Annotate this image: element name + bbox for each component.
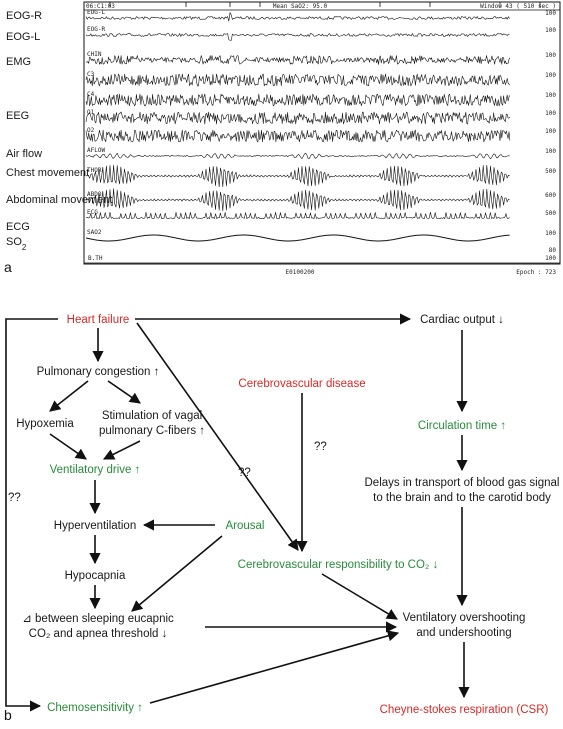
- channel-code: SAO2: [87, 229, 102, 236]
- time-ticks: [109, 2, 541, 7]
- node-delays-line2: to the brain and to the carotid body: [373, 492, 551, 504]
- bottom-scale-high: 100: [545, 255, 556, 262]
- label-chest-text: Chest movement: [6, 167, 89, 179]
- channel-code: ABDO: [87, 191, 102, 198]
- channel-code: EOG-R: [87, 26, 105, 33]
- label-so2-subscript: 2: [22, 243, 27, 252]
- label-ecg: ECG: [6, 221, 30, 233]
- channel-code: O2: [87, 127, 95, 134]
- node-delays-line1: Delays in transport of blood gas signal: [365, 477, 560, 489]
- trace-eog-r: [85, 33, 510, 41]
- channel-scale: 100: [545, 230, 556, 237]
- edge-pulmonary-hypoxemia: [49, 380, 89, 412]
- trace-eog-l: [85, 12, 510, 22]
- node-chemosensitivity: Chemosensitivity ↑: [47, 702, 143, 714]
- label-eog-r: EOG-R: [6, 10, 42, 22]
- unknown-left: ??: [8, 492, 21, 504]
- channel-scale: 600: [545, 192, 556, 199]
- bottom-code: B.TH: [88, 255, 103, 262]
- unknown-cvd: ??: [314, 441, 327, 453]
- label-eeg: EEG: [6, 110, 29, 122]
- channel-scale: 500: [545, 168, 556, 175]
- channel-code: ECG: [87, 209, 98, 216]
- label-chest: Chest movement: [6, 167, 89, 179]
- node-pulmonary-congestion: Pulmonary congestion ↑: [37, 366, 160, 378]
- edge-pulmonary-vagal: [107, 380, 141, 404]
- channel-code: C3: [87, 71, 95, 78]
- node-delta-line1: ⊿ between sleeping eucapnic: [22, 613, 174, 625]
- header-window: Window 43 ( 510 sec ): [480, 3, 556, 10]
- node-hypoxemia: Hypoxemia: [16, 418, 74, 430]
- channel-scale: 100: [545, 52, 556, 59]
- label-air-flow: Air flow: [6, 148, 42, 160]
- header-mean-sao2: Mean SaO2: 95.0: [273, 3, 328, 10]
- edge-chemosensitivity-overshoot: [149, 630, 400, 704]
- node-ventilatory-drive: Ventilatory drive ↑: [50, 464, 141, 476]
- channel-scale: 100: [545, 27, 556, 34]
- footer-epoch: Epoch : 723: [516, 269, 556, 276]
- node-overshoot-line1: Ventilatory overshooting: [403, 612, 526, 624]
- trace-o2: [85, 129, 511, 143]
- trace-c3: [85, 73, 511, 87]
- signal-traces: [85, 12, 511, 242]
- edge-vagal-drive: [102, 440, 141, 460]
- channel-scale: 500: [545, 210, 556, 217]
- channel-code: C4: [87, 91, 95, 98]
- label-so2: SO2: [6, 236, 27, 252]
- trace-c4: [85, 93, 511, 107]
- node-cerebrovascular-responsibility: Cerebrovascular responsibility to CO₂ ↓: [238, 559, 439, 571]
- edge-arousal-delta: [131, 535, 223, 612]
- node-cerebrovascular-disease: Cerebrovascular disease: [238, 378, 365, 390]
- channel-code: CHIN: [87, 51, 102, 58]
- channel-code: O1: [87, 109, 95, 116]
- label-emg: EMG: [6, 56, 31, 68]
- node-overshoot-line2: and undershooting: [416, 627, 511, 639]
- channel-scale: 100: [545, 72, 556, 79]
- trace-aflow: [85, 152, 510, 160]
- flow-diagram-panel: Heart failure Cardiac output ↓ Pulmonary…: [4, 313, 560, 723]
- trace-sao2: [85, 234, 510, 242]
- channel-scale: 100: [545, 92, 556, 99]
- node-csr: Cheyne-stokes respiration (CSR): [380, 704, 549, 716]
- label-eog-l: EOG-L: [6, 31, 40, 43]
- channel-code: EOG-L: [87, 9, 105, 16]
- node-circulation-time: Circulation time ↑: [418, 420, 506, 432]
- channel-scale: 100: [545, 10, 556, 17]
- edge-hf-chemosensitivity: [5, 318, 58, 712]
- node-arousal: Arousal: [226, 520, 265, 532]
- panel-a-letter: a: [4, 259, 12, 275]
- trace-abdo: [85, 188, 510, 212]
- edge-hypoxemia-drive: [49, 433, 87, 460]
- polysomnogram-panel: 06:C1:03 Mean SaO2: 95.0 Window 43 ( 510…: [4, 1, 561, 276]
- edge-hf-cerebro-resp: [136, 322, 299, 551]
- bottom-scale-low: 80: [549, 247, 557, 254]
- node-hyperventilation: Hyperventilation: [54, 520, 136, 532]
- edge-cerebro-resp-overshoot: [321, 573, 398, 620]
- trace-thor: [85, 164, 510, 188]
- node-hypocapnia: Hypocapnia: [65, 570, 126, 582]
- trace-o1: [85, 111, 511, 125]
- label-abdominal: Abdominal movement: [6, 194, 112, 206]
- node-cardiac-output: Cardiac output ↓: [420, 314, 504, 326]
- trace-chin: [85, 55, 511, 65]
- channel-scale: 100: [545, 128, 556, 135]
- panel-b-letter: b: [4, 707, 12, 723]
- footer-id: E0100200: [286, 269, 315, 276]
- node-delta-line2: CO₂ and apnea threshold ↓: [29, 628, 168, 640]
- channel-scale: 100: [545, 148, 556, 155]
- channel-code: THOR: [87, 167, 102, 174]
- channel-code: AFLOW: [87, 147, 105, 154]
- polysomnogram-frame: [83, 1, 561, 265]
- node-vagal-line1: Stimulation of vagal: [102, 410, 202, 422]
- node-vagal-line2: pulmonary C-fibers ↑: [99, 425, 205, 437]
- header-time: 06:C1:03: [86, 3, 115, 10]
- channel-scale: 100: [545, 110, 556, 117]
- trace-ecg: [85, 212, 510, 219]
- node-heart-failure: Heart failure: [67, 314, 130, 326]
